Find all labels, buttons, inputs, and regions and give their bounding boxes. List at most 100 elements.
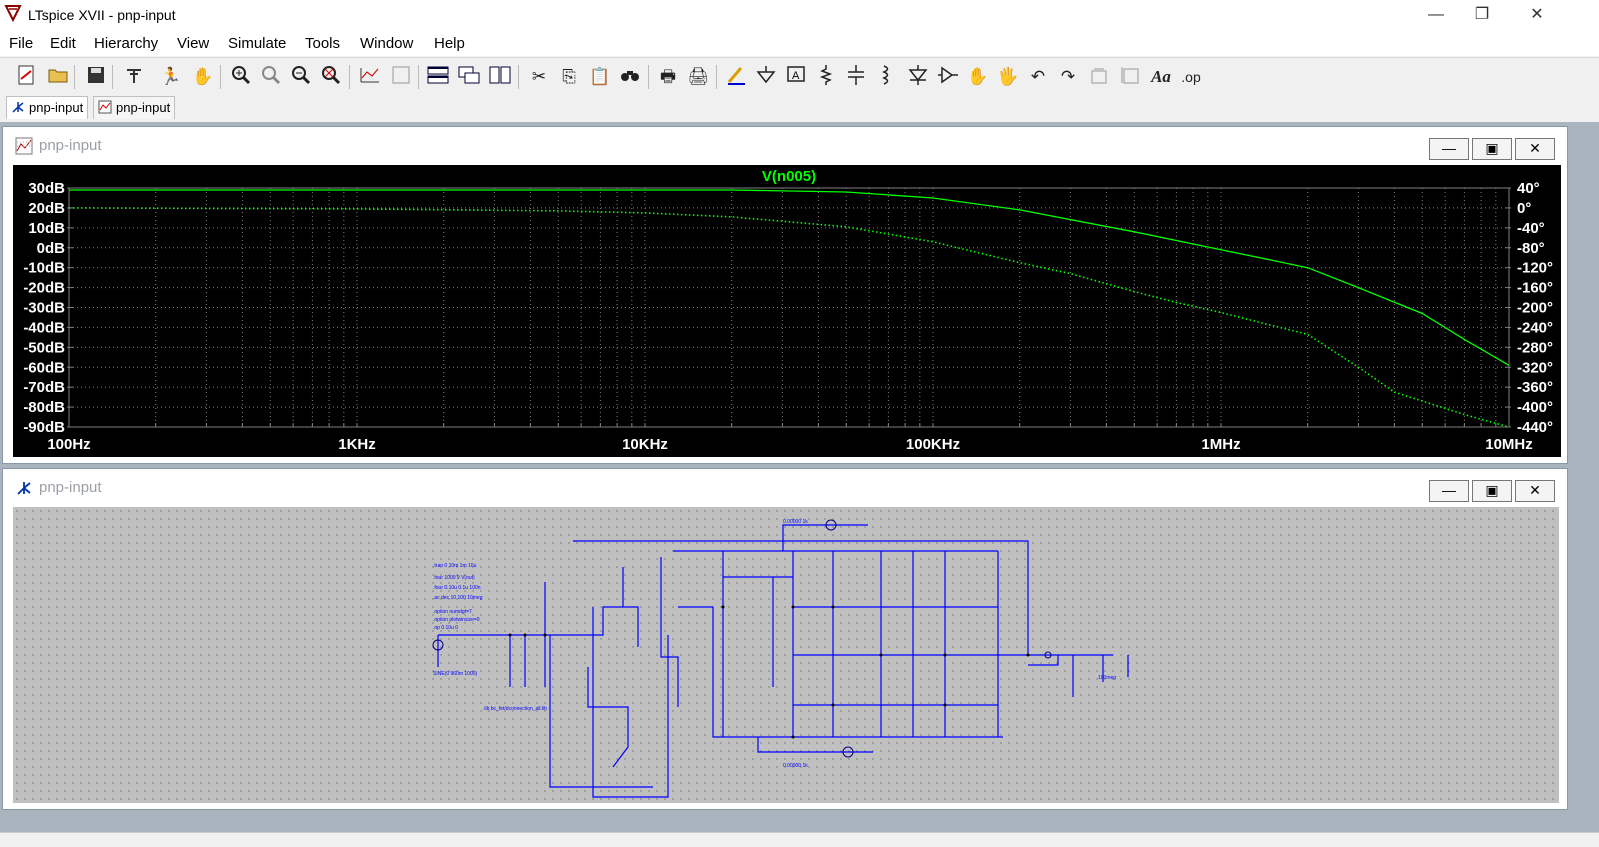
circuit-drawing: .tran 0 10m 1m 10u .four 1000 9 V(out) .… xyxy=(432,519,1129,798)
y-right-tick-label: 0° xyxy=(1517,200,1531,217)
rotate-icon[interactable] xyxy=(1087,64,1113,90)
find-icon[interactable] xyxy=(617,64,643,90)
plot-minimize-button[interactable]: — xyxy=(1429,138,1469,160)
y-right-tick-label: -80° xyxy=(1517,240,1545,257)
svg-text:.four 1000 9 V(out): .four 1000 9 V(out) xyxy=(433,575,475,581)
autorange-icon[interactable] xyxy=(357,64,383,90)
control-panel-icon[interactable] xyxy=(121,64,147,90)
schematic-window-title: pnp-input xyxy=(39,479,102,496)
plot-window-title: pnp-input xyxy=(39,137,102,154)
waveform-icon[interactable] xyxy=(388,64,414,90)
cut-icon[interactable]: ✂ xyxy=(531,67,547,86)
menu-simulate[interactable]: Simulate xyxy=(228,35,287,52)
component-icon[interactable] xyxy=(935,64,961,90)
menu-file[interactable]: File xyxy=(9,35,34,52)
schematic-close-button[interactable]: ✕ xyxy=(1515,480,1555,502)
toolbar: 🏃 ✋ ✂ ⎘ 📋 🖶 🖨 A ✋ 🖐 ↶ ↷ Aa .op xyxy=(0,57,1599,97)
zoom-out-icon[interactable] xyxy=(288,64,314,90)
y-left-tick-label: -40dB xyxy=(23,319,65,336)
zoom-icon[interactable] xyxy=(258,64,284,90)
menu-help[interactable]: Help xyxy=(434,35,465,52)
x-tick-label: 10MHz xyxy=(1485,436,1533,453)
drag-icon[interactable]: 🖐 xyxy=(997,67,1019,86)
copy-icon[interactable]: ⎘ xyxy=(562,67,576,86)
resistor-icon[interactable] xyxy=(813,64,839,90)
draw-wire-icon[interactable] xyxy=(723,64,749,90)
svg-text:.tran 0 10m 1m 10u: .tran 0 10m 1m 10u xyxy=(433,563,477,569)
plot-restore-button[interactable]: ▣ xyxy=(1472,138,1512,160)
svg-text:.four 0.10u 0.1u 100n: .four 0.10u 0.1u 100n xyxy=(433,585,481,591)
tab-label: pnp-input xyxy=(29,100,84,115)
undo-icon[interactable]: ↶ xyxy=(1030,67,1046,86)
window-title: LTspice XVII - pnp-input xyxy=(28,7,176,23)
y-left-tick-label: 30dB xyxy=(28,180,65,197)
y-left-tick-label: 20dB xyxy=(28,200,65,217)
x-tick-label: 100KHz xyxy=(906,436,960,453)
svg-text:.option plotwinsize=0: .option plotwinsize=0 xyxy=(433,617,480,623)
move-icon[interactable]: ✋ xyxy=(967,67,989,86)
tab-waveform[interactable]: pnp-input xyxy=(93,96,176,119)
y-left-tick-label: -50dB xyxy=(23,339,65,356)
zoom-in-icon[interactable] xyxy=(228,64,254,90)
svg-text:.ac dec 10 100 10meg: .ac dec 10 100 10meg xyxy=(433,595,483,601)
y-right-tick-label: -360° xyxy=(1517,379,1553,396)
label-net-icon[interactable]: A xyxy=(783,64,809,90)
menu-tools[interactable]: Tools xyxy=(305,35,341,52)
cascade-icon[interactable] xyxy=(456,64,482,90)
new-schematic-icon[interactable] xyxy=(13,64,39,90)
menu-edit[interactable]: Edit xyxy=(50,35,76,52)
run-icon[interactable]: 🏃 xyxy=(160,67,182,86)
plot-window-titlebar: pnp-input — ▣ ✕ xyxy=(3,127,1567,163)
spice-directive-icon[interactable]: .op xyxy=(1181,69,1201,85)
y-right-tick-label: -200° xyxy=(1517,300,1553,317)
redo-icon[interactable]: ↷ xyxy=(1060,67,1076,86)
pan-icon[interactable]: ✋ xyxy=(192,67,214,86)
inductor-icon[interactable] xyxy=(873,64,899,90)
chart-title: V(n005) xyxy=(762,168,816,185)
mirror-icon[interactable] xyxy=(1117,64,1143,90)
waveform-icon xyxy=(98,100,112,114)
diode-icon[interactable] xyxy=(905,64,931,90)
capacitor-icon[interactable] xyxy=(843,64,869,90)
paste-icon[interactable]: 📋 xyxy=(589,67,611,86)
svg-text:SINE(0 960m 1000): SINE(0 960m 1000) xyxy=(433,671,478,677)
svg-text:0.00000 1k: 0.00000 1k xyxy=(783,519,808,525)
svg-text:.lib bc_fet/dconnection_all.li: .lib bc_fet/dconnection_all.lib xyxy=(483,706,547,712)
zoom-cancel-icon[interactable] xyxy=(318,64,344,90)
menu-hierarchy[interactable]: Hierarchy xyxy=(94,35,159,52)
ground-icon[interactable] xyxy=(753,64,779,90)
svg-text:0.00000 1k: 0.00000 1k xyxy=(783,763,808,769)
save-icon[interactable] xyxy=(83,64,109,90)
menu-view[interactable]: View xyxy=(177,35,210,52)
y-right-tick-label: -280° xyxy=(1517,339,1553,356)
text-icon[interactable]: Aa xyxy=(1151,67,1171,86)
y-left-tick-label: -20dB xyxy=(23,280,65,297)
y-right-tick-label: -160° xyxy=(1517,280,1553,297)
x-tick-label: 10KHz xyxy=(622,436,668,453)
open-icon[interactable] xyxy=(45,64,71,90)
y-right-tick-label: -320° xyxy=(1517,359,1553,376)
schematic-minimize-button[interactable]: — xyxy=(1429,480,1469,502)
menu-window[interactable]: Window xyxy=(360,35,414,52)
close-button[interactable]: ✕ xyxy=(1530,6,1544,23)
phase-trace xyxy=(68,207,1510,428)
schematic-canvas[interactable]: .tran 0 10m 1m 10u .four 1000 9 V(out) .… xyxy=(13,507,1559,803)
print-icon[interactable]: 🖨 xyxy=(687,67,709,86)
print-setup-icon[interactable]: 🖶 xyxy=(659,67,677,86)
ltspice-logo-icon xyxy=(4,5,22,22)
minimize-button[interactable]: — xyxy=(1428,6,1444,23)
tile-horizontal-icon[interactable] xyxy=(425,64,451,90)
restore-button[interactable]: ❐ xyxy=(1474,6,1490,23)
x-tick-label: 100Hz xyxy=(47,436,90,453)
schematic-restore-button[interactable]: ▣ xyxy=(1472,480,1512,502)
schematic-icon xyxy=(12,102,24,113)
y-left-tick-label: -60dB xyxy=(23,359,65,376)
tab-schematic[interactable]: pnp-input xyxy=(6,96,89,119)
plot-close-button[interactable]: ✕ xyxy=(1515,138,1555,160)
tile-vertical-icon[interactable] xyxy=(487,64,513,90)
waveform-icon xyxy=(15,137,33,155)
